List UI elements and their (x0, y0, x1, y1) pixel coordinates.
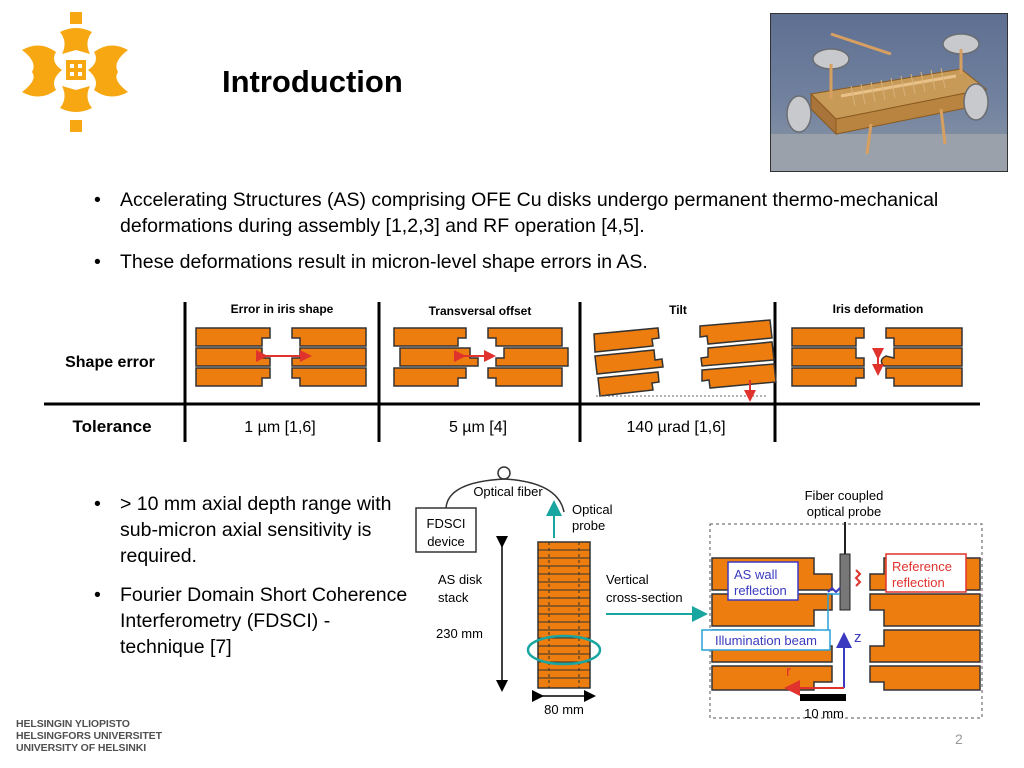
label-reference-1: Reference (892, 559, 952, 574)
label-stack-width: 80 mm (544, 702, 584, 717)
university-name-sv: HELSINGFORS UNIVERSITET (16, 730, 162, 742)
tolerance-value: 1 µm [1,6] (244, 419, 315, 436)
col-header: Tilt (669, 303, 687, 317)
shape-error-table: Shape error Tolerance Error in iris shap… (44, 302, 980, 442)
as-disk-stack (526, 541, 602, 689)
university-flame-logo (22, 12, 128, 132)
accelerating-structure-photo (770, 13, 1008, 172)
illumination-beam-box (701, 629, 831, 651)
col-header: Transversal offset (429, 304, 532, 318)
reference-reflection-box (885, 553, 967, 593)
intro-bullet-list-bottom: > 10 mm axial depth range with sub-micro… (88, 491, 408, 673)
bullet-item: These deformations result in micron-leve… (88, 249, 988, 275)
fdsci-device-box (415, 507, 477, 553)
axis-r-label: r (786, 663, 791, 680)
col-header: Iris deformation (833, 302, 924, 316)
scale-bar (800, 694, 846, 701)
col-header: Error in iris shape (231, 302, 334, 316)
label-reference-2: reflection (892, 575, 945, 590)
label-fdsci-1: FDSCI (427, 516, 466, 531)
label-optical-fiber: Optical fiber (473, 484, 543, 499)
label-optical-probe-1: Optical (572, 502, 613, 517)
axis-z-label: z (854, 629, 862, 646)
label-as-wall-2: reflection (734, 583, 787, 598)
label-illumination-beam: Illumination beam (715, 633, 817, 648)
bullet-item: Fourier Domain Short Coherence Interfero… (88, 582, 408, 660)
fdsci-setup-diagram: Optical fiber FDSCI device Optical probe… (415, 466, 983, 721)
as-wall-reflection-box (727, 561, 799, 601)
university-name-fi: HELSINGIN YLIOPISTO (16, 718, 130, 730)
label-fdsci-2: device (427, 534, 465, 549)
label-as-disk-stack-1: AS disk (438, 572, 483, 587)
tilt-illustration (593, 319, 777, 397)
row-label-tolerance: Tolerance (72, 417, 151, 436)
probe-rod (839, 553, 851, 611)
row-label-shape-error: Shape error (65, 354, 155, 371)
slide-number: 2 (955, 731, 963, 747)
label-scale: 10 mm (804, 706, 844, 721)
tolerance-value: 140 µrad [1,6] (626, 419, 725, 436)
label-as-wall-1: AS wall (734, 567, 777, 582)
iris-deformation-illustration (791, 327, 963, 387)
label-fiber-coupled-1: Fiber coupled (805, 488, 884, 503)
label-fiber-coupled-2: optical probe (807, 504, 881, 519)
tolerance-value: 5 µm [4] (449, 419, 507, 436)
label-vertical-cross-section-1: Vertical (606, 572, 649, 587)
label-optical-probe-2: probe (572, 518, 605, 533)
intro-bullet-list-top: Accelerating Structures (AS) comprising … (88, 187, 988, 285)
label-vertical-cross-section-2: cross-section (606, 590, 683, 605)
label-stack-height: 230 mm (436, 626, 483, 641)
university-name-en: UNIVERSITY OF HELSINKI (16, 742, 147, 754)
bullet-item: Accelerating Structures (AS) comprising … (88, 187, 988, 239)
bullet-item: > 10 mm axial depth range with sub-micro… (88, 491, 408, 569)
label-as-disk-stack-2: stack (438, 590, 469, 605)
slide-title: Introduction (222, 64, 403, 99)
